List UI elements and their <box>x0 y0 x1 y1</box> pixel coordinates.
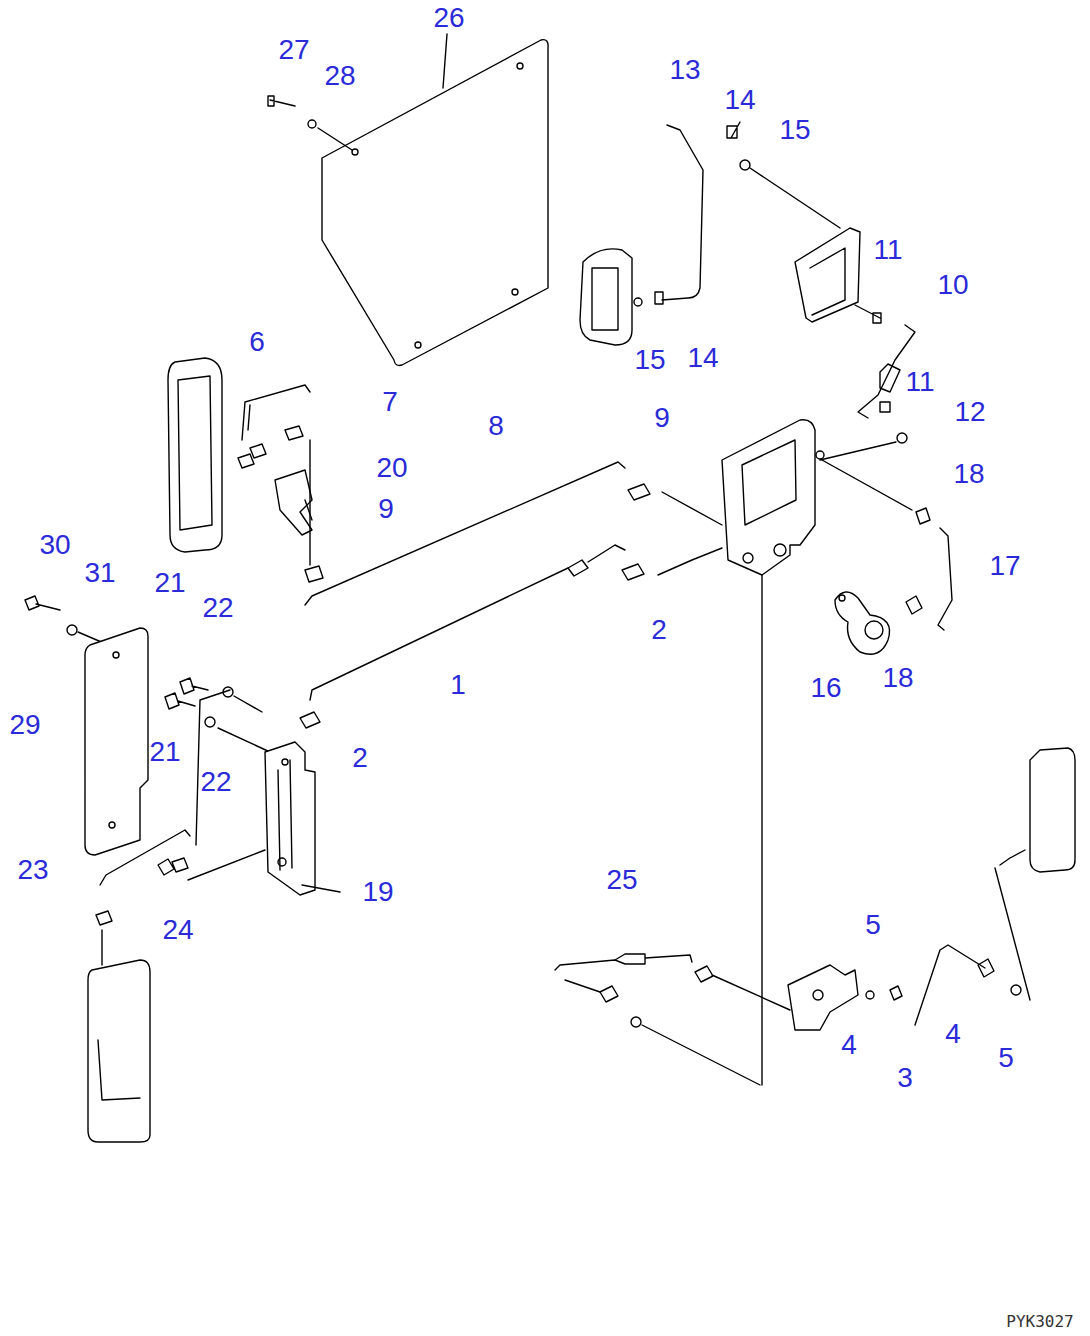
callout-number: 29 <box>7 711 42 739</box>
callout-number: 12 <box>952 398 987 426</box>
callout-number: 5 <box>996 1044 1016 1072</box>
callout-number: 14 <box>722 86 757 114</box>
callout-number: 4 <box>943 1020 963 1048</box>
callout-number: 7 <box>380 388 400 416</box>
callout-number: 27 <box>276 36 311 64</box>
callout-number: 3 <box>895 1064 915 1092</box>
callout-number: 22 <box>200 594 235 622</box>
callout-number: 15 <box>632 346 667 374</box>
drawing-code: PYK3027 <box>1004 1314 1075 1330</box>
callout-number: 30 <box>37 531 72 559</box>
callout-number: 11 <box>871 236 904 264</box>
callout-number: 31 <box>82 559 117 587</box>
callout-number: 22 <box>198 768 233 796</box>
callout-number: 26 <box>431 4 466 32</box>
callout-number: 21 <box>152 569 187 597</box>
callout-number: 8 <box>486 412 506 440</box>
callout-number: 1 <box>448 671 468 699</box>
callout-number: 28 <box>322 62 357 90</box>
callout-number: 20 <box>374 454 409 482</box>
callout-number: 14 <box>685 344 720 372</box>
callout-number: 9 <box>376 495 396 523</box>
callout-number: 15 <box>777 116 812 144</box>
callout-number: 16 <box>808 674 843 702</box>
callout-number: 4 <box>839 1031 859 1059</box>
callout-number: 18 <box>880 664 915 692</box>
callout-number: 21 <box>147 738 182 766</box>
callout-number: 19 <box>360 878 395 906</box>
callout-number: 6 <box>247 328 267 356</box>
callout-number: 2 <box>350 744 370 772</box>
callout-number: 25 <box>604 866 639 894</box>
callout-number: 17 <box>987 552 1022 580</box>
callout-number: 13 <box>667 56 702 84</box>
callout-number: 23 <box>15 856 50 884</box>
callout-number: 11 <box>903 368 936 396</box>
callout-number: 24 <box>160 916 195 944</box>
callout-number: 18 <box>951 460 986 488</box>
callout-number: 10 <box>935 271 970 299</box>
callout-number: 9 <box>652 404 672 432</box>
callout-number: 2 <box>649 616 669 644</box>
callout-number: 5 <box>863 911 883 939</box>
